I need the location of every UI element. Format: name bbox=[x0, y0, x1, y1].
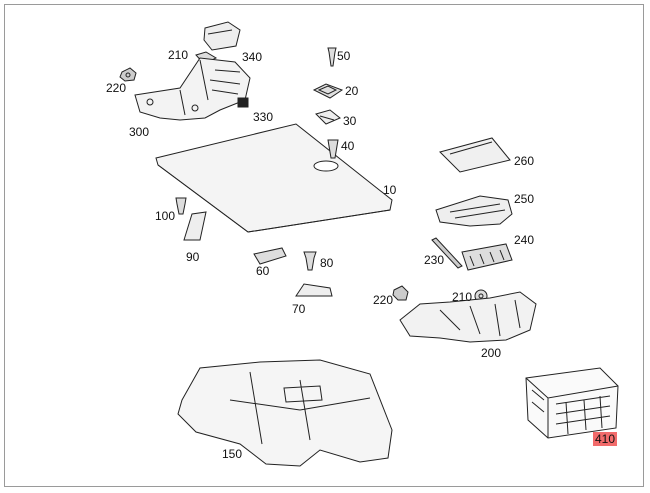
part-220b-drawing bbox=[392, 285, 409, 301]
part-410-drawing bbox=[525, 367, 619, 439]
part-100-drawing bbox=[175, 197, 187, 215]
callout-260[interactable]: 260 bbox=[514, 154, 535, 168]
part-20-drawing bbox=[312, 83, 344, 99]
part-260-drawing bbox=[439, 137, 511, 173]
part-80-drawing bbox=[303, 251, 317, 271]
part-200-drawing bbox=[399, 291, 537, 343]
part-340-drawing bbox=[203, 21, 241, 51]
diagram-frame bbox=[4, 4, 644, 487]
part-40-drawing bbox=[327, 139, 339, 159]
part-330-drawing bbox=[237, 97, 249, 108]
callout-60[interactable]: 60 bbox=[256, 264, 270, 278]
part-250-drawing bbox=[435, 195, 513, 227]
part-50-drawing bbox=[327, 47, 337, 67]
callout-220[interactable]: 220 bbox=[106, 81, 127, 95]
callout-150[interactable]: 150 bbox=[222, 447, 243, 461]
part-60-drawing bbox=[253, 247, 287, 265]
callout-330[interactable]: 330 bbox=[253, 110, 274, 124]
callout-210-right[interactable]: 210 bbox=[452, 290, 473, 304]
callout-40[interactable]: 40 bbox=[341, 139, 355, 153]
part-230-drawing bbox=[431, 237, 463, 269]
callout-200[interactable]: 200 bbox=[481, 346, 502, 360]
part-240-drawing bbox=[461, 243, 513, 271]
callout-90[interactable]: 90 bbox=[186, 250, 200, 264]
callout-70[interactable]: 70 bbox=[292, 302, 306, 316]
callout-250[interactable]: 250 bbox=[514, 192, 535, 206]
callout-240[interactable]: 240 bbox=[514, 233, 535, 247]
callout-50[interactable]: 50 bbox=[337, 49, 351, 63]
part-300-drawing bbox=[134, 57, 251, 121]
part-30-drawing bbox=[315, 109, 341, 125]
callout-220-right[interactable]: 220 bbox=[373, 293, 394, 307]
callout-410-highlighted[interactable]: 410 bbox=[593, 432, 618, 446]
part-220a-drawing bbox=[119, 67, 137, 82]
callout-210[interactable]: 210 bbox=[168, 48, 189, 62]
callout-230[interactable]: 230 bbox=[424, 253, 445, 267]
callout-300[interactable]: 300 bbox=[129, 125, 150, 139]
part-10-drawing bbox=[155, 123, 393, 233]
callout-80[interactable]: 80 bbox=[320, 256, 334, 270]
callout-30[interactable]: 30 bbox=[343, 114, 357, 128]
callout-340[interactable]: 340 bbox=[242, 50, 263, 64]
callout-20[interactable]: 20 bbox=[345, 84, 359, 98]
part-150-drawing bbox=[177, 359, 393, 467]
callout-10[interactable]: 10 bbox=[383, 183, 397, 197]
callout-100[interactable]: 100 bbox=[155, 209, 176, 223]
part-70-drawing bbox=[295, 283, 333, 297]
part-90-drawing bbox=[183, 211, 207, 241]
